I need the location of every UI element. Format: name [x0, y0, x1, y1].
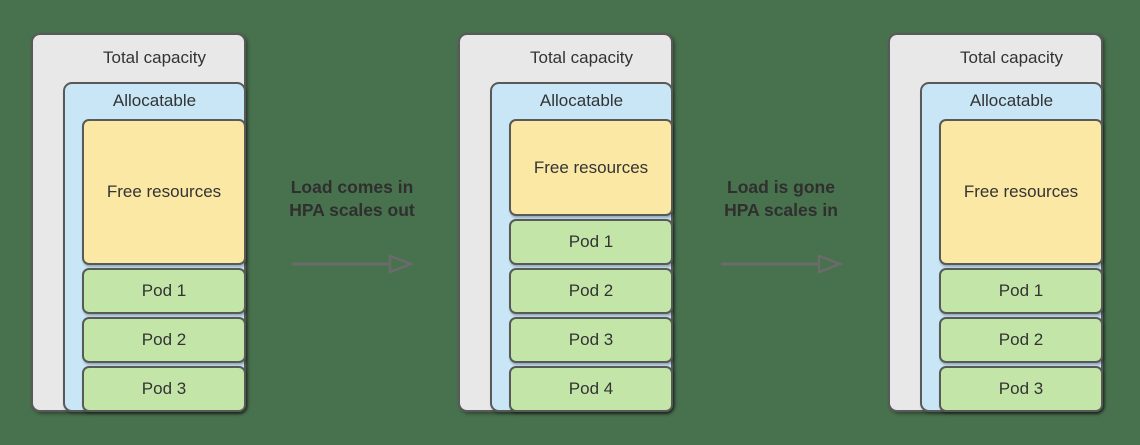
resource-stack: Free resources Pod 1 Pod 2 Pod 3 Pod 4 — [509, 119, 673, 412]
pod-box: Pod 1 — [939, 268, 1103, 314]
transition-scale-in-label: Load is gone HPA scales in — [681, 176, 881, 222]
pod-box: Pod 3 — [82, 366, 246, 412]
free-resources-box: Free resources — [509, 119, 673, 216]
total-capacity-label: Total capacity — [960, 47, 1063, 67]
free-resources-box: Free resources — [939, 119, 1103, 265]
resource-stack: Free resources Pod 1 Pod 2 Pod 3 — [82, 119, 246, 412]
pod-box: Pod 2 — [509, 268, 673, 314]
arrow-wrap — [252, 253, 452, 275]
allocatable-label: Allocatable — [539, 90, 624, 110]
free-resources-box: Free resources — [82, 119, 246, 265]
resource-stack: Free resources Pod 1 Pod 2 Pod 3 — [939, 119, 1103, 412]
arrow-wrap — [681, 253, 881, 275]
transition-scale-in: Load is gone HPA scales in — [681, 176, 881, 275]
pod-box: Pod 3 — [509, 317, 673, 363]
allocatable-label: Allocatable — [969, 90, 1054, 110]
pod-box: Pod 3 — [939, 366, 1103, 412]
transition-scale-out-label: Load comes in HPA scales out — [252, 176, 452, 222]
transition-scale-out: Load comes in HPA scales out — [252, 176, 452, 275]
pod-box: Pod 2 — [939, 317, 1103, 363]
transition-line1: Load comes in — [290, 177, 414, 197]
node-column-scaled-out: Total capacity Allocatable Free resource… — [458, 33, 673, 412]
total-capacity-label: Total capacity — [530, 47, 633, 67]
node-column-scaled-in: Total capacity Allocatable Free resource… — [888, 33, 1103, 412]
right-arrow-icon — [291, 254, 415, 274]
transition-line2: HPA scales out — [289, 200, 415, 220]
transition-line1: Load is gone — [727, 177, 835, 197]
node-column-before-scale: Total capacity Allocatable Free resource… — [31, 33, 246, 412]
right-arrow-icon — [720, 254, 844, 274]
pod-box: Pod 1 — [509, 219, 673, 265]
pod-box: Pod 2 — [82, 317, 246, 363]
allocatable-label: Allocatable — [112, 90, 197, 110]
transition-line2: HPA scales in — [724, 200, 838, 220]
pod-box: Pod 4 — [509, 366, 673, 412]
total-capacity-label: Total capacity — [103, 47, 206, 67]
pod-box: Pod 1 — [82, 268, 246, 314]
